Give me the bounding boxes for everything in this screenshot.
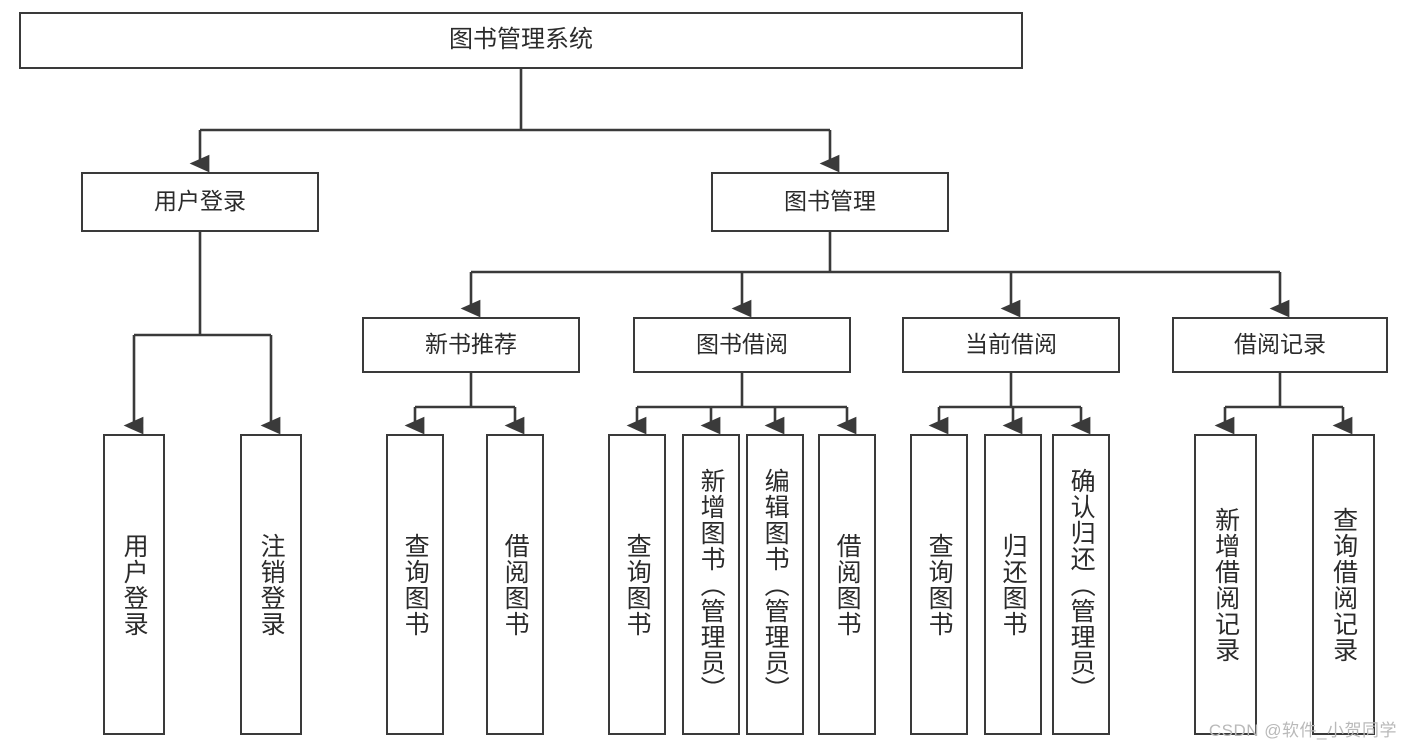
node-leaf-query-book-1[interactable]: 查询图书 xyxy=(386,434,444,735)
node-book-manage[interactable]: 图书管理 xyxy=(711,172,949,232)
node-leaf-confirm-return[interactable]: 确认归还（管理员） xyxy=(1052,434,1110,735)
node-leaf-query-book-1-label: 查询图书 xyxy=(401,532,430,637)
node-leaf-query-book-2-label: 查询图书 xyxy=(623,532,652,637)
node-leaf-user-logout-label: 注销登录 xyxy=(257,532,286,637)
node-leaf-add-record[interactable]: 新增借阅记录 xyxy=(1194,434,1257,735)
node-leaf-borrow-book-2[interactable]: 借阅图书 xyxy=(818,434,876,735)
node-leaf-confirm-return-label: 确认归还（管理员） xyxy=(1067,467,1096,702)
node-root-label: 图书管理系统 xyxy=(449,26,593,54)
csdn-watermark: CSDN @软件_小贺同学 xyxy=(1208,721,1397,740)
node-new-book-recommend[interactable]: 新书推荐 xyxy=(362,317,580,373)
node-leaf-query-book-3[interactable]: 查询图书 xyxy=(910,434,968,735)
node-current-borrow-label: 当前借阅 xyxy=(965,331,1057,358)
node-leaf-borrow-book-2-label: 借阅图书 xyxy=(833,532,862,637)
node-leaf-user-login[interactable]: 用户登录 xyxy=(103,434,165,735)
node-current-borrow[interactable]: 当前借阅 xyxy=(902,317,1120,373)
node-user-login-label: 用户登录 xyxy=(154,188,246,215)
node-leaf-add-book[interactable]: 新增图书（管理员） xyxy=(682,434,740,735)
node-leaf-return-book-label: 归还图书 xyxy=(999,532,1028,637)
node-leaf-query-record-label: 查询借阅记录 xyxy=(1329,506,1358,663)
node-borrow-record-label: 借阅记录 xyxy=(1234,331,1326,358)
node-leaf-query-book-2[interactable]: 查询图书 xyxy=(608,434,666,735)
node-leaf-edit-book[interactable]: 编辑图书（管理员） xyxy=(746,434,804,735)
node-book-manage-label: 图书管理 xyxy=(784,188,876,215)
node-leaf-user-login-label: 用户登录 xyxy=(120,532,149,637)
node-root[interactable]: 图书管理系统 xyxy=(19,12,1023,69)
node-leaf-borrow-book-1[interactable]: 借阅图书 xyxy=(486,434,544,735)
node-book-borrow-label: 图书借阅 xyxy=(696,331,788,358)
node-leaf-add-record-label: 新增借阅记录 xyxy=(1211,506,1240,663)
node-leaf-query-book-3-label: 查询图书 xyxy=(925,532,954,637)
node-leaf-borrow-book-1-label: 借阅图书 xyxy=(501,532,530,637)
node-book-borrow[interactable]: 图书借阅 xyxy=(633,317,851,373)
node-borrow-record[interactable]: 借阅记录 xyxy=(1172,317,1388,373)
node-leaf-add-book-label: 新增图书（管理员） xyxy=(697,467,726,702)
node-user-login[interactable]: 用户登录 xyxy=(81,172,319,232)
node-leaf-edit-book-label: 编辑图书（管理员） xyxy=(761,467,790,702)
node-new-book-recommend-label: 新书推荐 xyxy=(425,331,517,358)
node-leaf-user-logout[interactable]: 注销登录 xyxy=(240,434,302,735)
node-leaf-return-book[interactable]: 归还图书 xyxy=(984,434,1042,735)
node-leaf-query-record[interactable]: 查询借阅记录 xyxy=(1312,434,1375,735)
